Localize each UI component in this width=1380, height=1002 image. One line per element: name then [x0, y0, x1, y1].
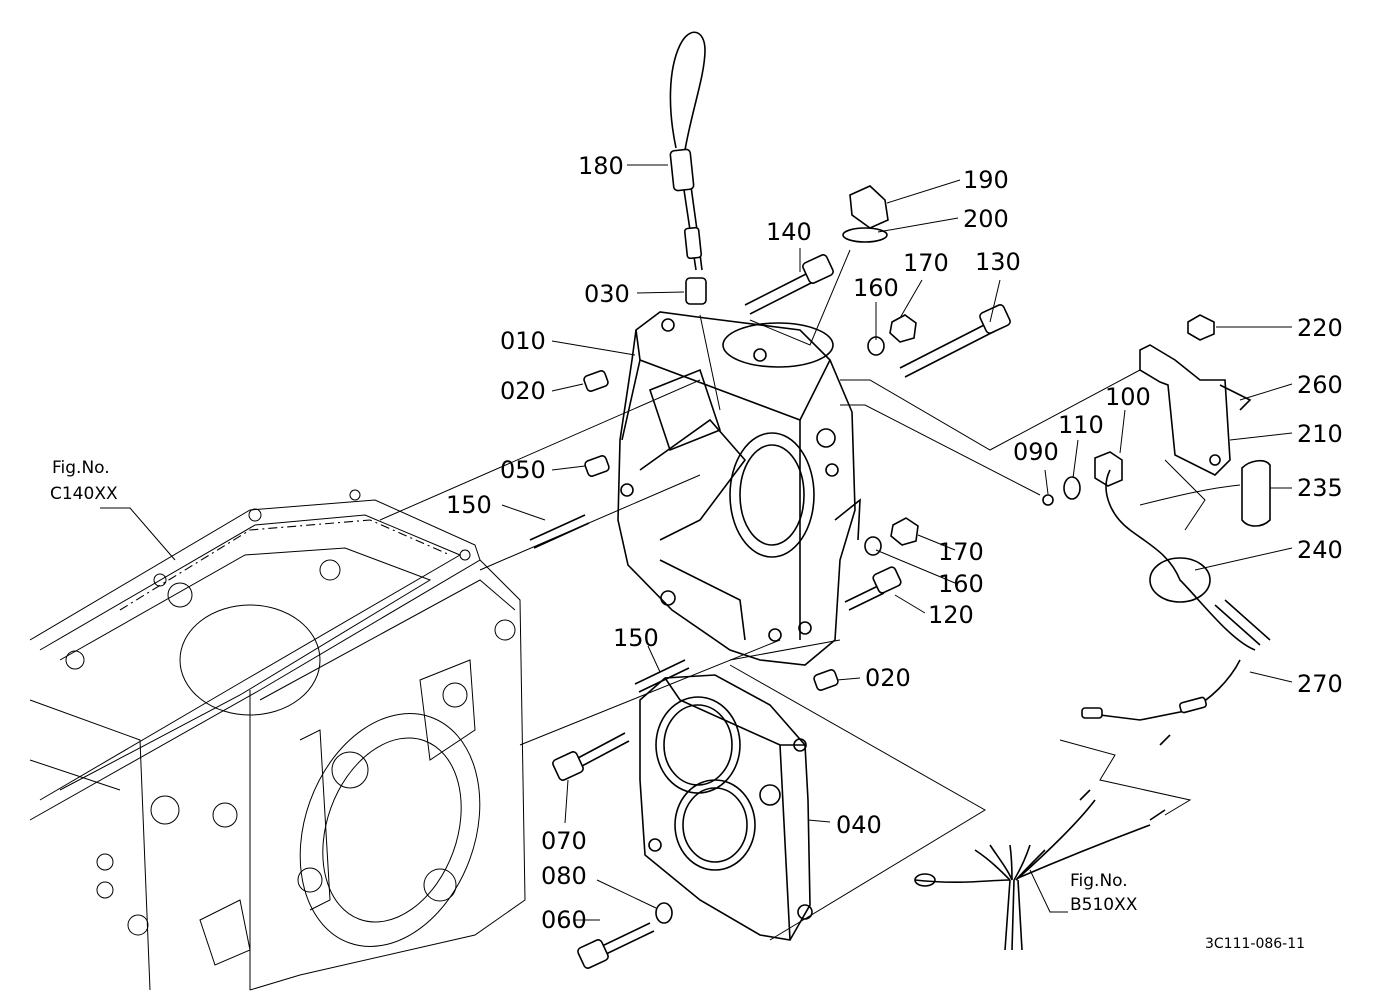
figure-ref-c140xx-code: C140XX [50, 484, 118, 504]
part-label-210: 210 [1297, 420, 1343, 448]
part-label-130: 130 [975, 248, 1021, 276]
part-label-100: 100 [1105, 383, 1151, 411]
part-label-140: 140 [766, 218, 812, 246]
part-label-180: 180 [578, 152, 624, 180]
part-label-040: 040 [836, 811, 882, 839]
part-label-235: 235 [1297, 474, 1343, 502]
leader-lines [100, 164, 1293, 941]
part-label-010: 010 [500, 327, 546, 355]
part-label-240: 240 [1297, 536, 1343, 564]
filler-cap-190-drawing [842, 185, 889, 243]
part-label-190: 190 [963, 166, 1009, 194]
part-label-160-upper: 160 [853, 274, 899, 302]
part-label-170-upper: 170 [903, 249, 949, 277]
transmission-case-drawing [29, 489, 526, 991]
gear-case-010-drawing [617, 311, 861, 666]
part-label-020-lower: 020 [865, 664, 911, 692]
figure-ref-b510xx-prefix: Fig.No. [1070, 871, 1128, 891]
part-label-150-lower: 150 [613, 624, 659, 652]
part-label-060: 060 [541, 906, 587, 934]
figure-ref-c140xx-prefix: Fig.No. [52, 458, 110, 478]
part-label-120: 120 [928, 601, 974, 629]
part-label-080: 080 [541, 862, 587, 890]
figure-ref-b510xx-code: B510XX [1070, 895, 1138, 915]
part-label-160-lower: 160 [938, 570, 984, 598]
part-label-110: 110 [1058, 411, 1104, 439]
part-label-070: 070 [541, 827, 587, 855]
part-label-090: 090 [1013, 438, 1059, 466]
sensor-harness-drawing [914, 314, 1271, 951]
part-labels: 180 190 200 140 170 130 160 030 010 020 … [446, 152, 1343, 934]
part-label-270: 270 [1297, 670, 1343, 698]
fasteners-drawing [529, 254, 1011, 969]
drawing-code: 3C111-086-11 [1205, 936, 1305, 952]
part-label-220: 220 [1297, 314, 1343, 342]
part-label-030: 030 [584, 280, 630, 308]
part-label-150-upper: 150 [446, 491, 492, 519]
part-label-020-upper: 020 [500, 377, 546, 405]
cover-040-drawing [639, 674, 813, 941]
part-label-050: 050 [500, 456, 546, 484]
part-label-200: 200 [963, 205, 1009, 233]
part-label-260: 260 [1297, 371, 1343, 399]
part-label-170-lower: 170 [938, 538, 984, 566]
figure-ref-b510xx: Fig.No. B510XX [1070, 871, 1138, 915]
dipstick-180-drawing [669, 31, 707, 305]
figure-ref-c140xx: Fig.No. C140XX [50, 458, 118, 504]
